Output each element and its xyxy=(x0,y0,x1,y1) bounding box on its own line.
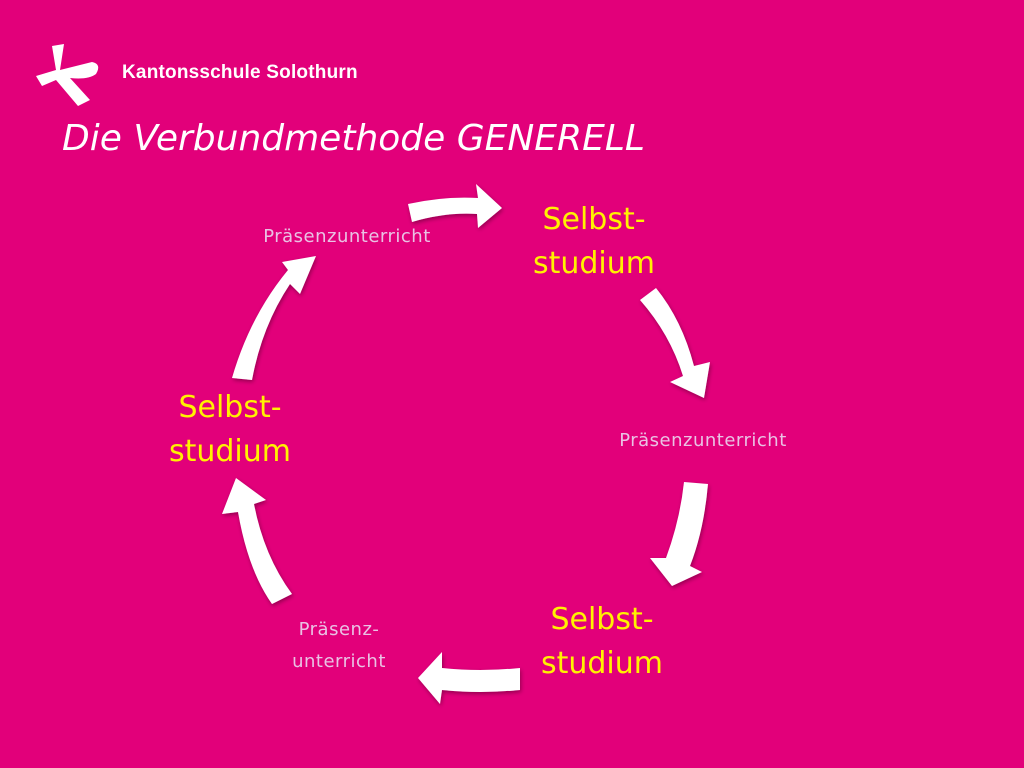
cycle-arrow-4 xyxy=(418,652,520,704)
node-line: Selbst- xyxy=(178,390,282,425)
school-name: Kantonsschule Solothurn xyxy=(122,62,358,83)
cycle-arrow-2 xyxy=(640,288,710,398)
cycle-node-praesenz-right: Präsenzunterricht xyxy=(600,425,806,457)
node-line: Selbst- xyxy=(550,602,654,637)
page-title: Die Verbundmethode GENERELL xyxy=(62,118,645,159)
cycle-node-praesenz-top: Präsenzunterricht xyxy=(244,221,450,253)
cycle-arrow-1 xyxy=(408,184,502,228)
node-line: unterricht xyxy=(292,651,386,672)
kantonsschule-k-logo-icon xyxy=(36,44,99,106)
cycle-node-selbststudium-left: Selbst- studium xyxy=(144,386,316,474)
node-line: studium xyxy=(540,646,664,681)
node-line: Selbst- xyxy=(542,202,646,237)
node-line: Präsenzunterricht xyxy=(263,226,431,247)
cycle-node-selbststudium-bottom: Selbst- studium xyxy=(516,598,688,686)
node-line: Präsenzunterricht xyxy=(619,430,787,451)
cycle-node-selbststudium-top: Selbst- studium xyxy=(508,198,680,286)
cycle-arrow-5 xyxy=(222,478,292,604)
cycle-arrow-6 xyxy=(232,256,316,380)
node-line: studium xyxy=(168,434,292,469)
cycle-arrow-3 xyxy=(650,482,708,586)
node-line: studium xyxy=(532,246,656,281)
node-line: Präsenz- xyxy=(298,619,380,640)
cycle-node-praesenz-bottom: Präsenz- unterricht xyxy=(272,614,406,678)
